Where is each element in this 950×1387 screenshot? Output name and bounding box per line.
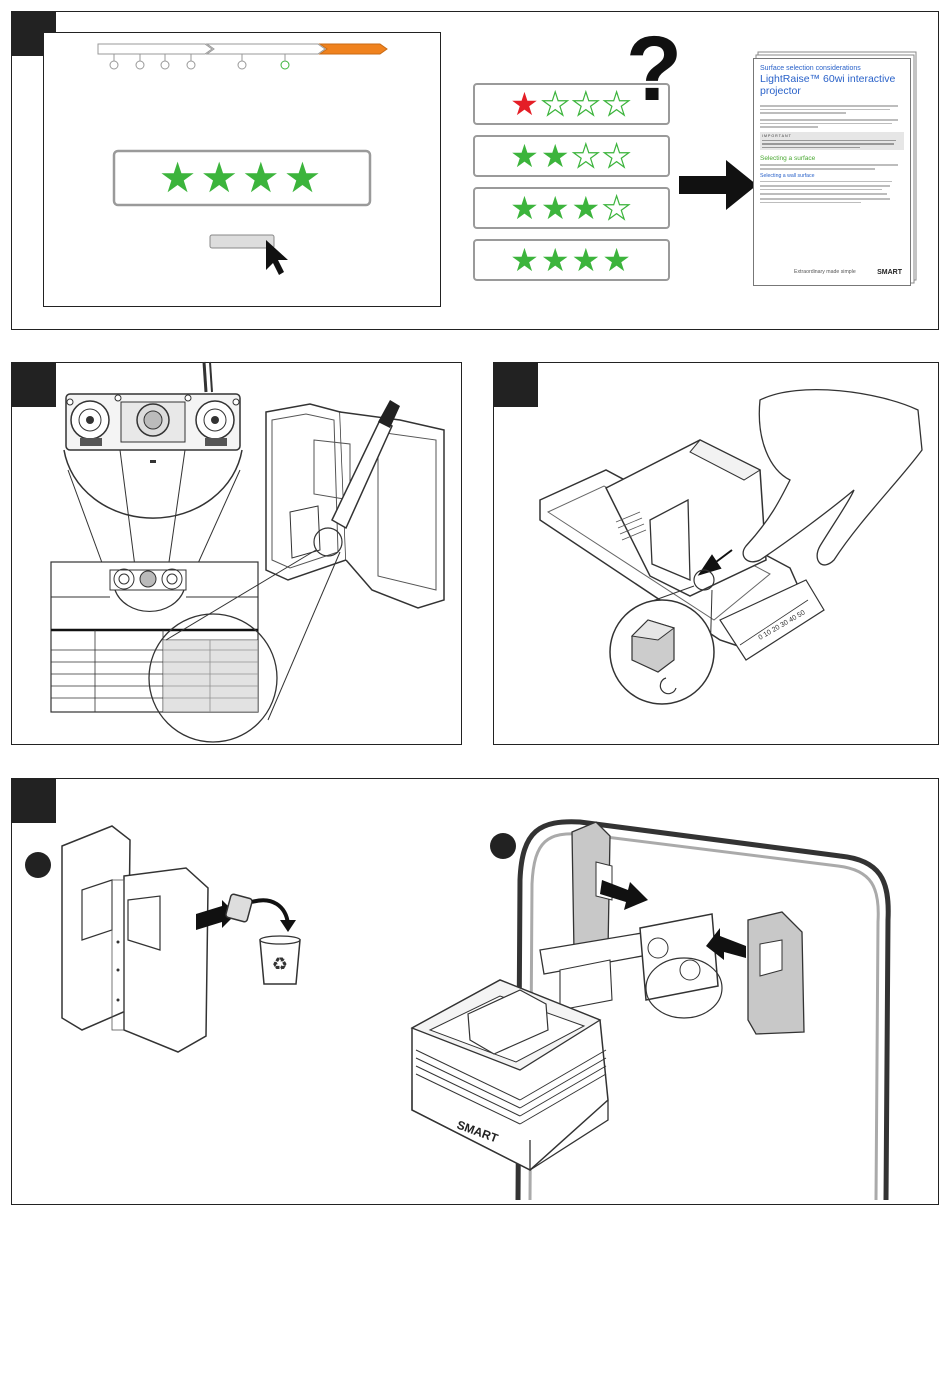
wall-bracket-right	[748, 912, 804, 1034]
step-marker-2	[490, 833, 516, 859]
cover-part-left	[62, 826, 130, 1030]
camera-module-mounted	[640, 914, 718, 1000]
step-marker-1	[25, 852, 51, 878]
removed-insert	[225, 894, 252, 923]
svg-text:♻: ♻	[272, 954, 288, 975]
cover-part-right	[124, 868, 208, 1052]
